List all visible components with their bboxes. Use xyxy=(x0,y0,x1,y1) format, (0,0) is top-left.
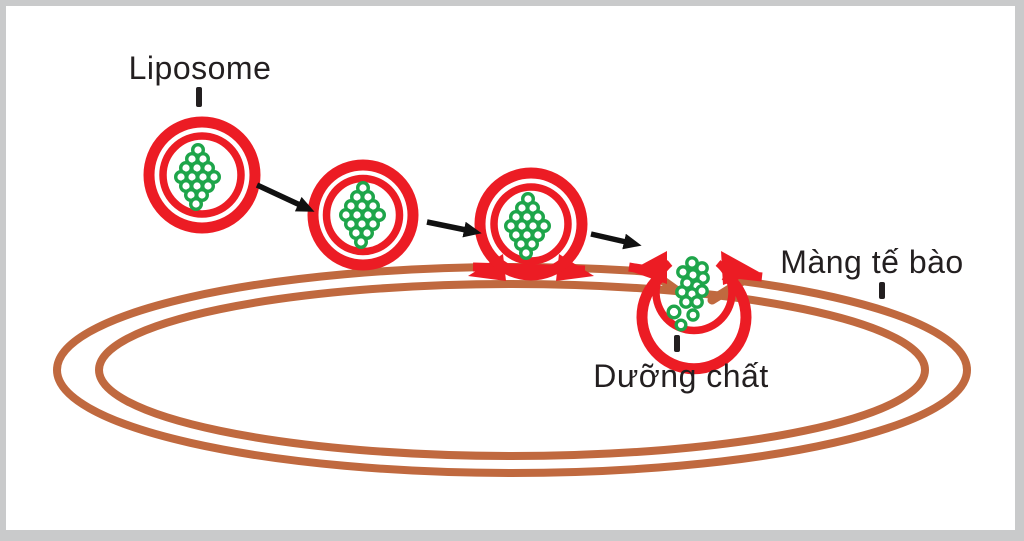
nutrient-dot xyxy=(666,304,682,320)
nutrient-dot xyxy=(686,308,700,322)
nutrient-dot xyxy=(531,227,546,242)
nutrient-dot xyxy=(372,207,387,222)
nutrient-spill-cluster xyxy=(675,256,710,309)
nutrient-label: Dưỡng chất xyxy=(593,358,768,394)
flow-arrows xyxy=(255,182,642,250)
liposome-inner-ring xyxy=(159,132,245,218)
nutrient-dot xyxy=(366,216,381,231)
flow-arrow-3 xyxy=(590,231,642,250)
liposome-inner-ring xyxy=(490,183,572,265)
nutrient-dot xyxy=(525,236,540,251)
liposome-inner-ring xyxy=(322,174,404,256)
membrane-leader-tick xyxy=(879,282,885,299)
liposome-stage-3-docked xyxy=(468,167,594,281)
nutrient-dot xyxy=(354,234,369,249)
nutrient-dot xyxy=(519,245,534,260)
membrane-outer-ellipse xyxy=(53,263,971,477)
labels: Liposome Màng tế bào Dưỡng chất xyxy=(129,50,964,394)
liposome-stage-1 xyxy=(143,116,261,234)
nutrient-dot xyxy=(194,187,209,202)
nutrient-dot xyxy=(679,295,693,309)
nutrient-falling-dots xyxy=(666,304,700,332)
liposome-outer-ring-open xyxy=(636,270,752,375)
diagram-canvas: Liposome Màng tế bào Dưỡng chất xyxy=(6,6,1015,530)
membrane-inner-ellipse xyxy=(95,280,929,460)
nutrient-dot xyxy=(537,218,552,233)
liposome-stage-4-fused xyxy=(630,251,759,375)
liposome-outer-ring xyxy=(143,116,261,234)
nutrient-cluster xyxy=(504,191,552,260)
liposome-stage-2 xyxy=(307,159,419,271)
liposome-label: Liposome xyxy=(129,50,272,86)
nutrient-dot xyxy=(690,295,704,309)
cell-membrane-label: Màng tế bào xyxy=(780,244,963,280)
liposome-leader-tick xyxy=(196,87,202,107)
liposome-inner-ring-open xyxy=(652,260,736,335)
nutrient-dot xyxy=(674,318,688,332)
nutrient-leader-tick xyxy=(674,335,680,352)
cell-membrane xyxy=(53,259,971,477)
nutrient-dot xyxy=(188,196,203,211)
liposome-outer-ring xyxy=(307,159,419,271)
flow-arrow-1 xyxy=(255,182,315,212)
nutrient-dot xyxy=(695,284,709,298)
nutrient-dot xyxy=(360,225,375,240)
nutrient-cluster xyxy=(173,142,221,211)
nutrient-dot xyxy=(200,178,215,193)
flow-arrow-2 xyxy=(426,219,482,238)
nutrient-dot xyxy=(206,169,221,184)
nutrient-cluster xyxy=(339,180,387,249)
liposome-delivery-diagram: Liposome Màng tế bào Dưỡng chất xyxy=(53,50,971,477)
